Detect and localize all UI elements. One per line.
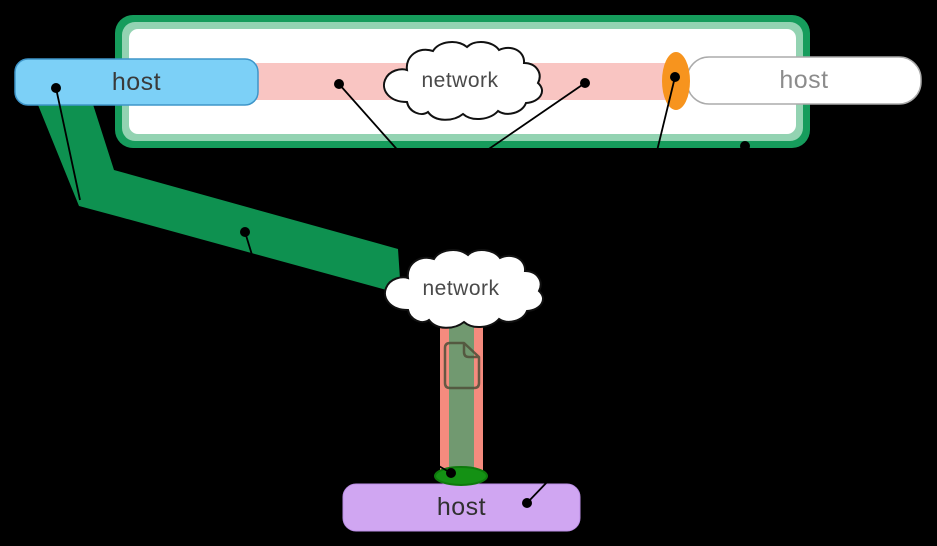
connector-dot xyxy=(580,78,590,88)
callout-line-pink-right xyxy=(482,82,586,154)
document-icon xyxy=(443,341,481,390)
network-cloud-bottom-icon xyxy=(384,249,544,329)
callout-line-green-pipe xyxy=(244,231,257,269)
host-top-right-box xyxy=(686,56,922,105)
connector-dot xyxy=(51,83,61,93)
callout-line-host-bottom xyxy=(526,478,551,504)
host-bottom-box xyxy=(342,483,581,532)
connector-dot xyxy=(446,468,456,478)
connector-dot xyxy=(522,498,532,508)
connector-dot xyxy=(240,227,250,237)
callout-line-host-top-left xyxy=(55,87,81,201)
callout-dots xyxy=(51,72,750,508)
callout-line-pink-left xyxy=(338,83,403,156)
network-cloud-top-icon xyxy=(383,41,543,121)
callout-line-port xyxy=(655,76,676,156)
host-top-left-box xyxy=(14,58,259,106)
connector-dot xyxy=(334,79,344,89)
socket-marker-ellipse xyxy=(434,466,488,486)
connector-dot xyxy=(670,72,680,82)
data-stream xyxy=(449,308,474,472)
green-pipe xyxy=(34,95,401,294)
connector-dot xyxy=(740,141,750,151)
